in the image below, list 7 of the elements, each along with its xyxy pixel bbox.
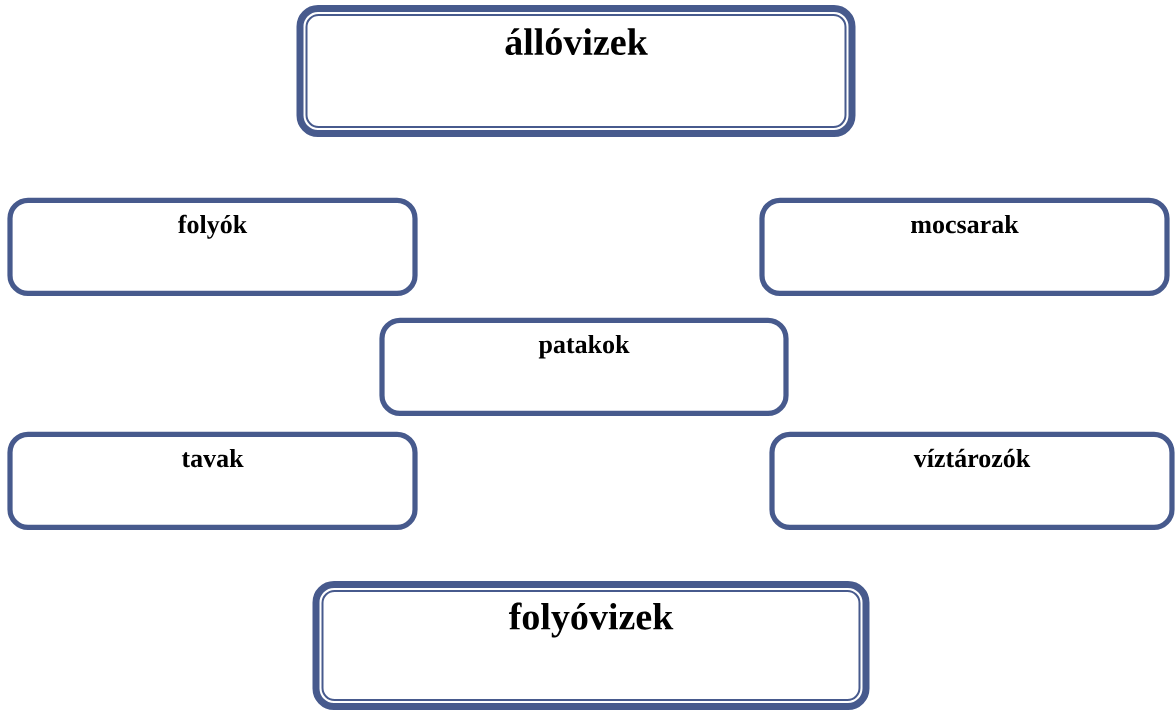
category-box: folyók (7, 197, 418, 296)
category-box: tavak (7, 431, 418, 530)
title-box: folyóvizek (312, 581, 870, 710)
category-box: mocsarak (759, 197, 1170, 296)
category-box: víztározók (769, 431, 1175, 530)
title-box: állóvizek (296, 5, 856, 137)
category-box: patakok (379, 317, 789, 416)
